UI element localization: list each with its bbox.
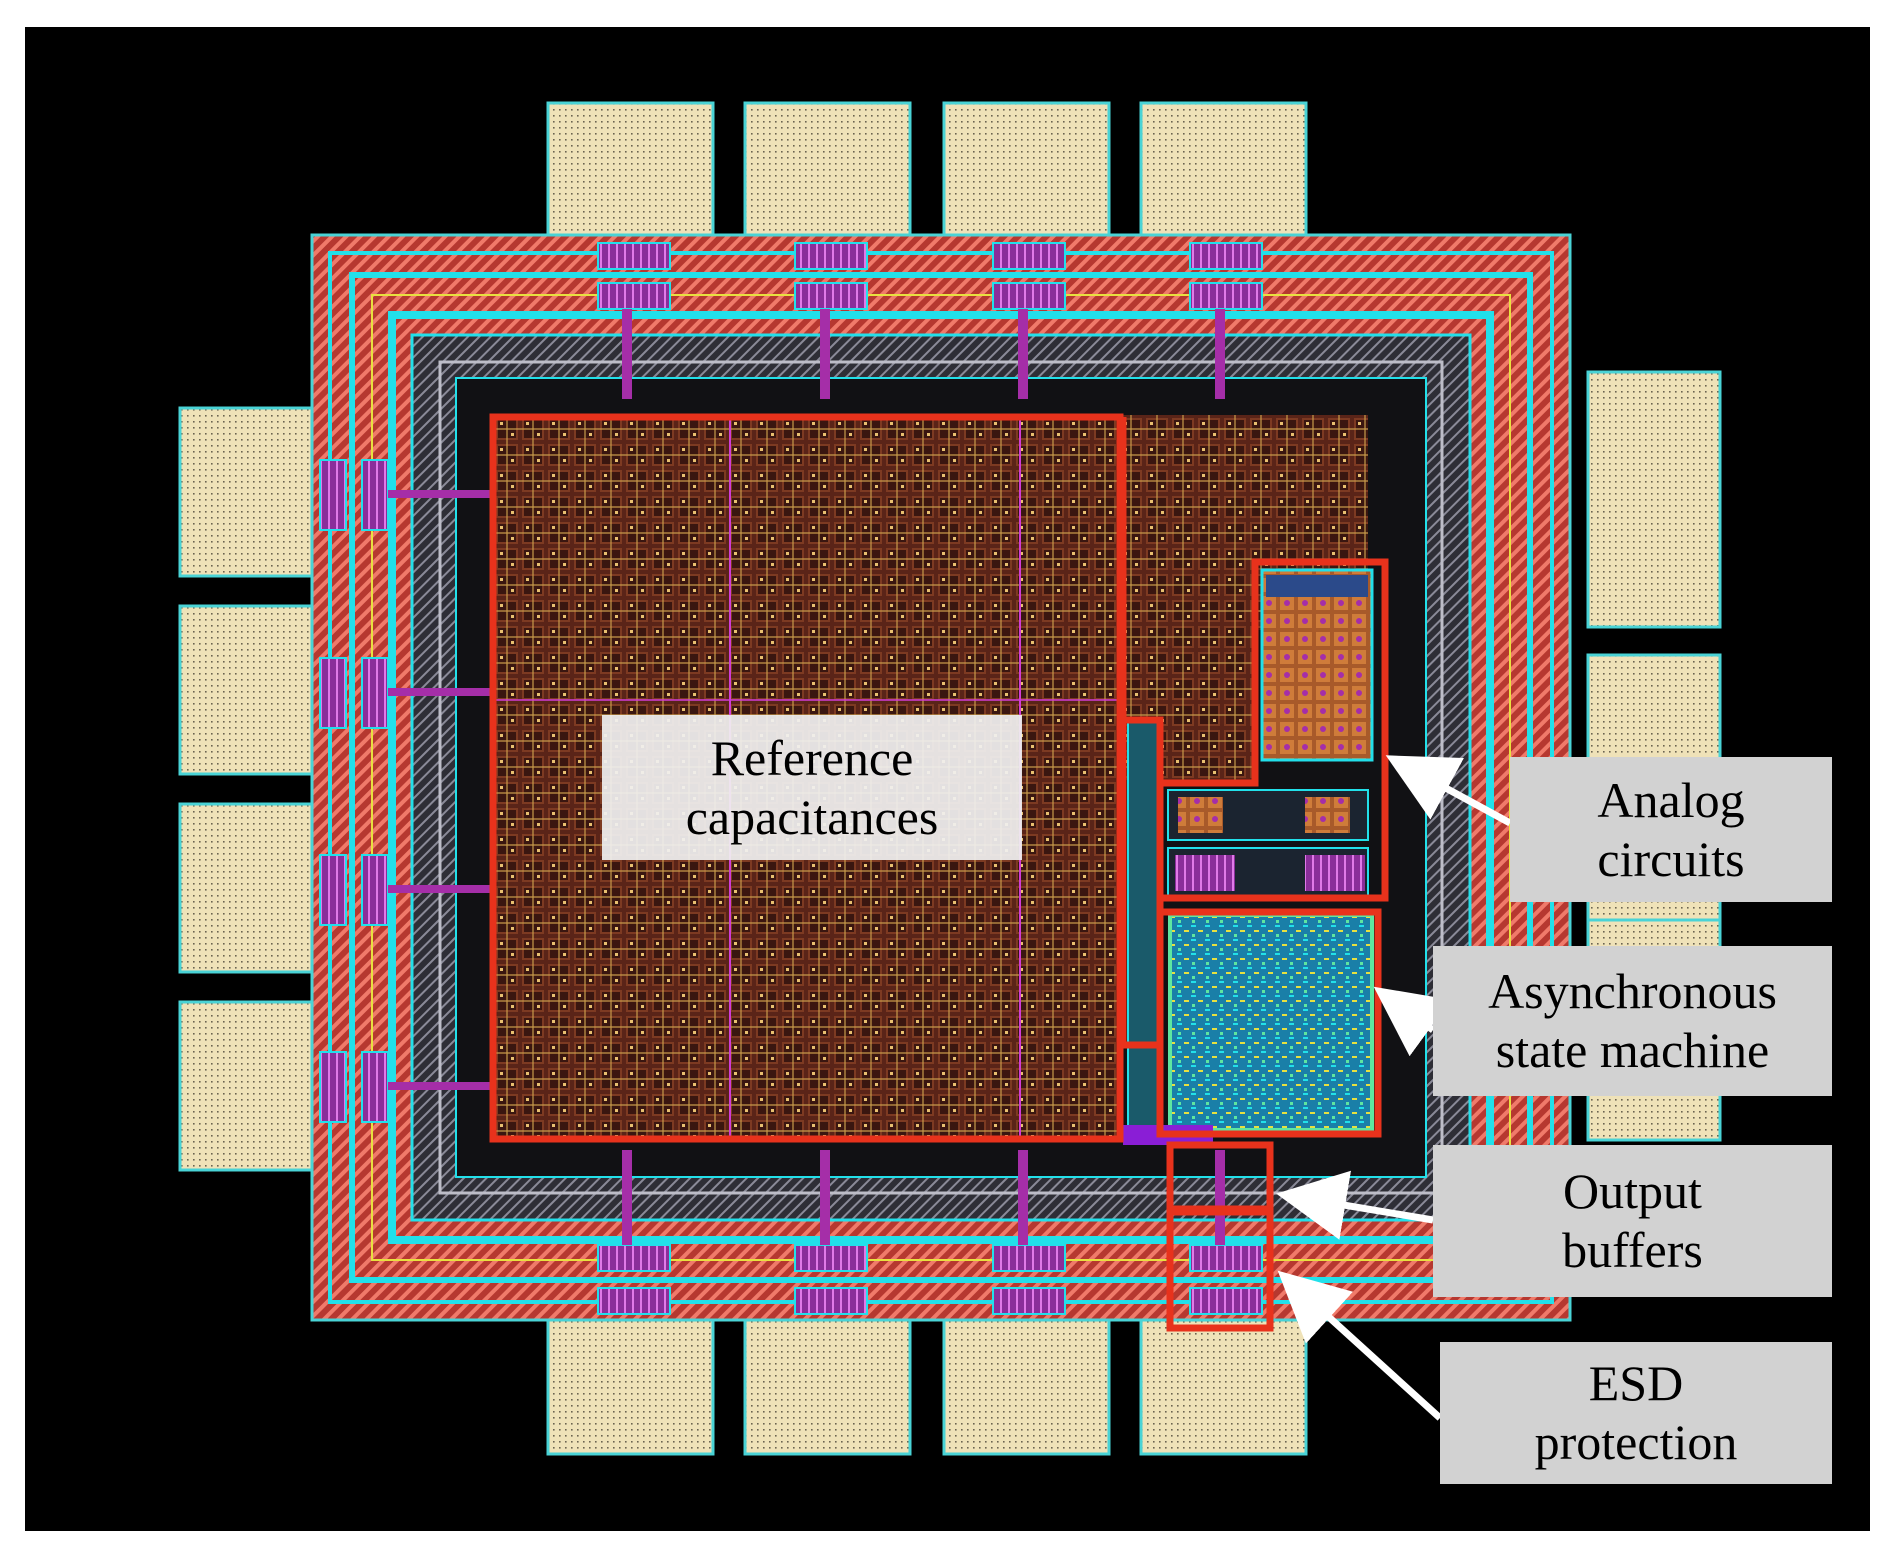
label-asm-line2: state machine xyxy=(1495,1022,1770,1078)
label-asynchronous-state-machine: Asynchronous state machine xyxy=(1433,946,1832,1096)
label-analog-circuits: Analog circuits xyxy=(1510,757,1832,902)
label-output-line2: buffers xyxy=(1562,1222,1703,1278)
label-reference-line1: Reference xyxy=(710,729,914,786)
label-esd-line1: ESD xyxy=(1588,1355,1684,1411)
arrow-icon xyxy=(1277,1270,1443,1421)
callout-arrows xyxy=(1276,755,1512,1421)
analog-circuits-block xyxy=(1167,568,1374,899)
arrow-icon xyxy=(1385,755,1512,827)
state-machine-block xyxy=(1168,913,1374,1132)
bottom-io-cells xyxy=(597,1150,1263,1315)
routing-strip xyxy=(1127,719,1161,1141)
left-io-cells xyxy=(319,459,493,1123)
bottom-bond-pads xyxy=(546,1316,1308,1456)
label-reference-capacitances: Reference capacitances xyxy=(602,715,1022,860)
top-bond-pads xyxy=(546,101,1308,237)
top-io-cells xyxy=(597,242,1263,399)
arrow-icon xyxy=(1276,1170,1434,1240)
arrow-icon xyxy=(1373,986,1451,1057)
left-bond-pads xyxy=(178,406,317,1172)
label-analog-line2: circuits xyxy=(1597,830,1745,887)
label-analog-line1: Analog xyxy=(1597,771,1745,828)
label-reference-line2: capacitances xyxy=(685,788,939,845)
label-esd-line2: protection xyxy=(1534,1414,1738,1470)
label-asm-line1: Asynchronous xyxy=(1488,963,1777,1019)
label-output-buffers: Output buffers xyxy=(1433,1145,1832,1297)
label-output-line1: Output xyxy=(1563,1163,1702,1219)
label-esd-protection: ESD protection xyxy=(1440,1342,1832,1484)
